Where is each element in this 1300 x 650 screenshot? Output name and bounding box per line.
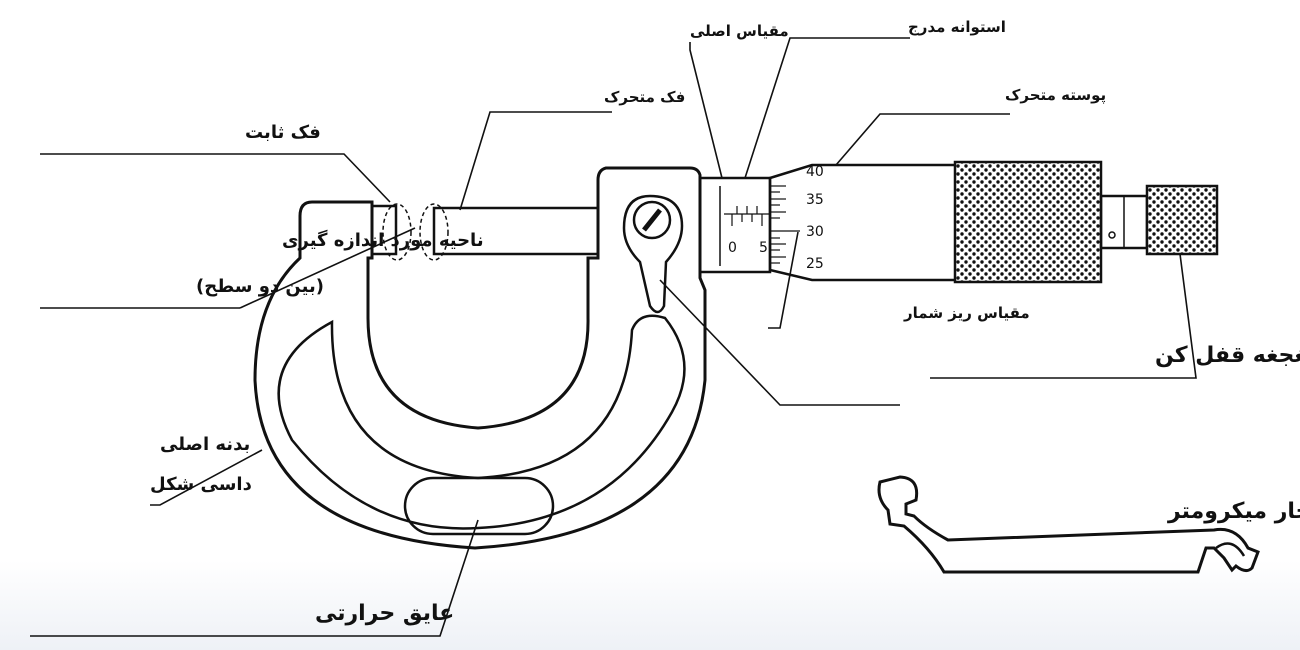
lock-lever <box>622 194 684 314</box>
frame <box>253 166 707 550</box>
label-frame-1: بدنه اصلی <box>160 434 250 455</box>
anvil <box>370 204 398 256</box>
label-measuring-area-2: (بین دو سطح) <box>196 276 324 297</box>
thimble-number-25: 25 <box>806 256 824 272</box>
label-sleeve-scale: مقیاس اصلی <box>690 22 789 40</box>
ratchet-knob <box>1145 184 1219 256</box>
label-spanner: آچار میکرومتر <box>1167 496 1300 524</box>
measuring-area-left <box>382 203 412 261</box>
label-fixed-anvil: فک ثابت <box>245 122 321 143</box>
thimble-number-35: 35 <box>806 192 824 208</box>
label-measuring-area-1: ناحیه مورد اندازه گیری <box>282 229 484 251</box>
label-lock-clamp: جغجغه قفل کن <box>1155 343 1300 368</box>
ratchet-shaft <box>1099 194 1149 250</box>
thimble-number-40: 40 <box>806 164 824 180</box>
leader-lines <box>30 37 1197 637</box>
sleeve: 0 5 <box>698 176 772 274</box>
label-graduated-sleeve: استوانه مدرج <box>908 18 1006 36</box>
spindle <box>432 206 600 256</box>
label-vernier-scale: مقیاس ریز شمار <box>903 304 1030 322</box>
thimble-knurl <box>953 160 1103 284</box>
thimble-number-30: 30 <box>806 224 824 240</box>
measuring-area-right <box>419 203 449 261</box>
spanner <box>877 475 1260 574</box>
label-heat-insulator: عایق حرارتی <box>315 601 454 626</box>
thimble: 40 35 30 25 <box>768 163 960 282</box>
label-thimble: پوسته متحرک <box>1005 86 1106 105</box>
heat-insulator-plate <box>403 476 555 536</box>
label-spindle: فک متحرک <box>604 88 685 106</box>
sleeve-number-5: 5 <box>759 240 768 256</box>
label-frame-2: داسی شکل <box>150 474 252 495</box>
footer-band <box>0 560 1300 650</box>
sleeve-number-0: 0 <box>728 240 737 256</box>
